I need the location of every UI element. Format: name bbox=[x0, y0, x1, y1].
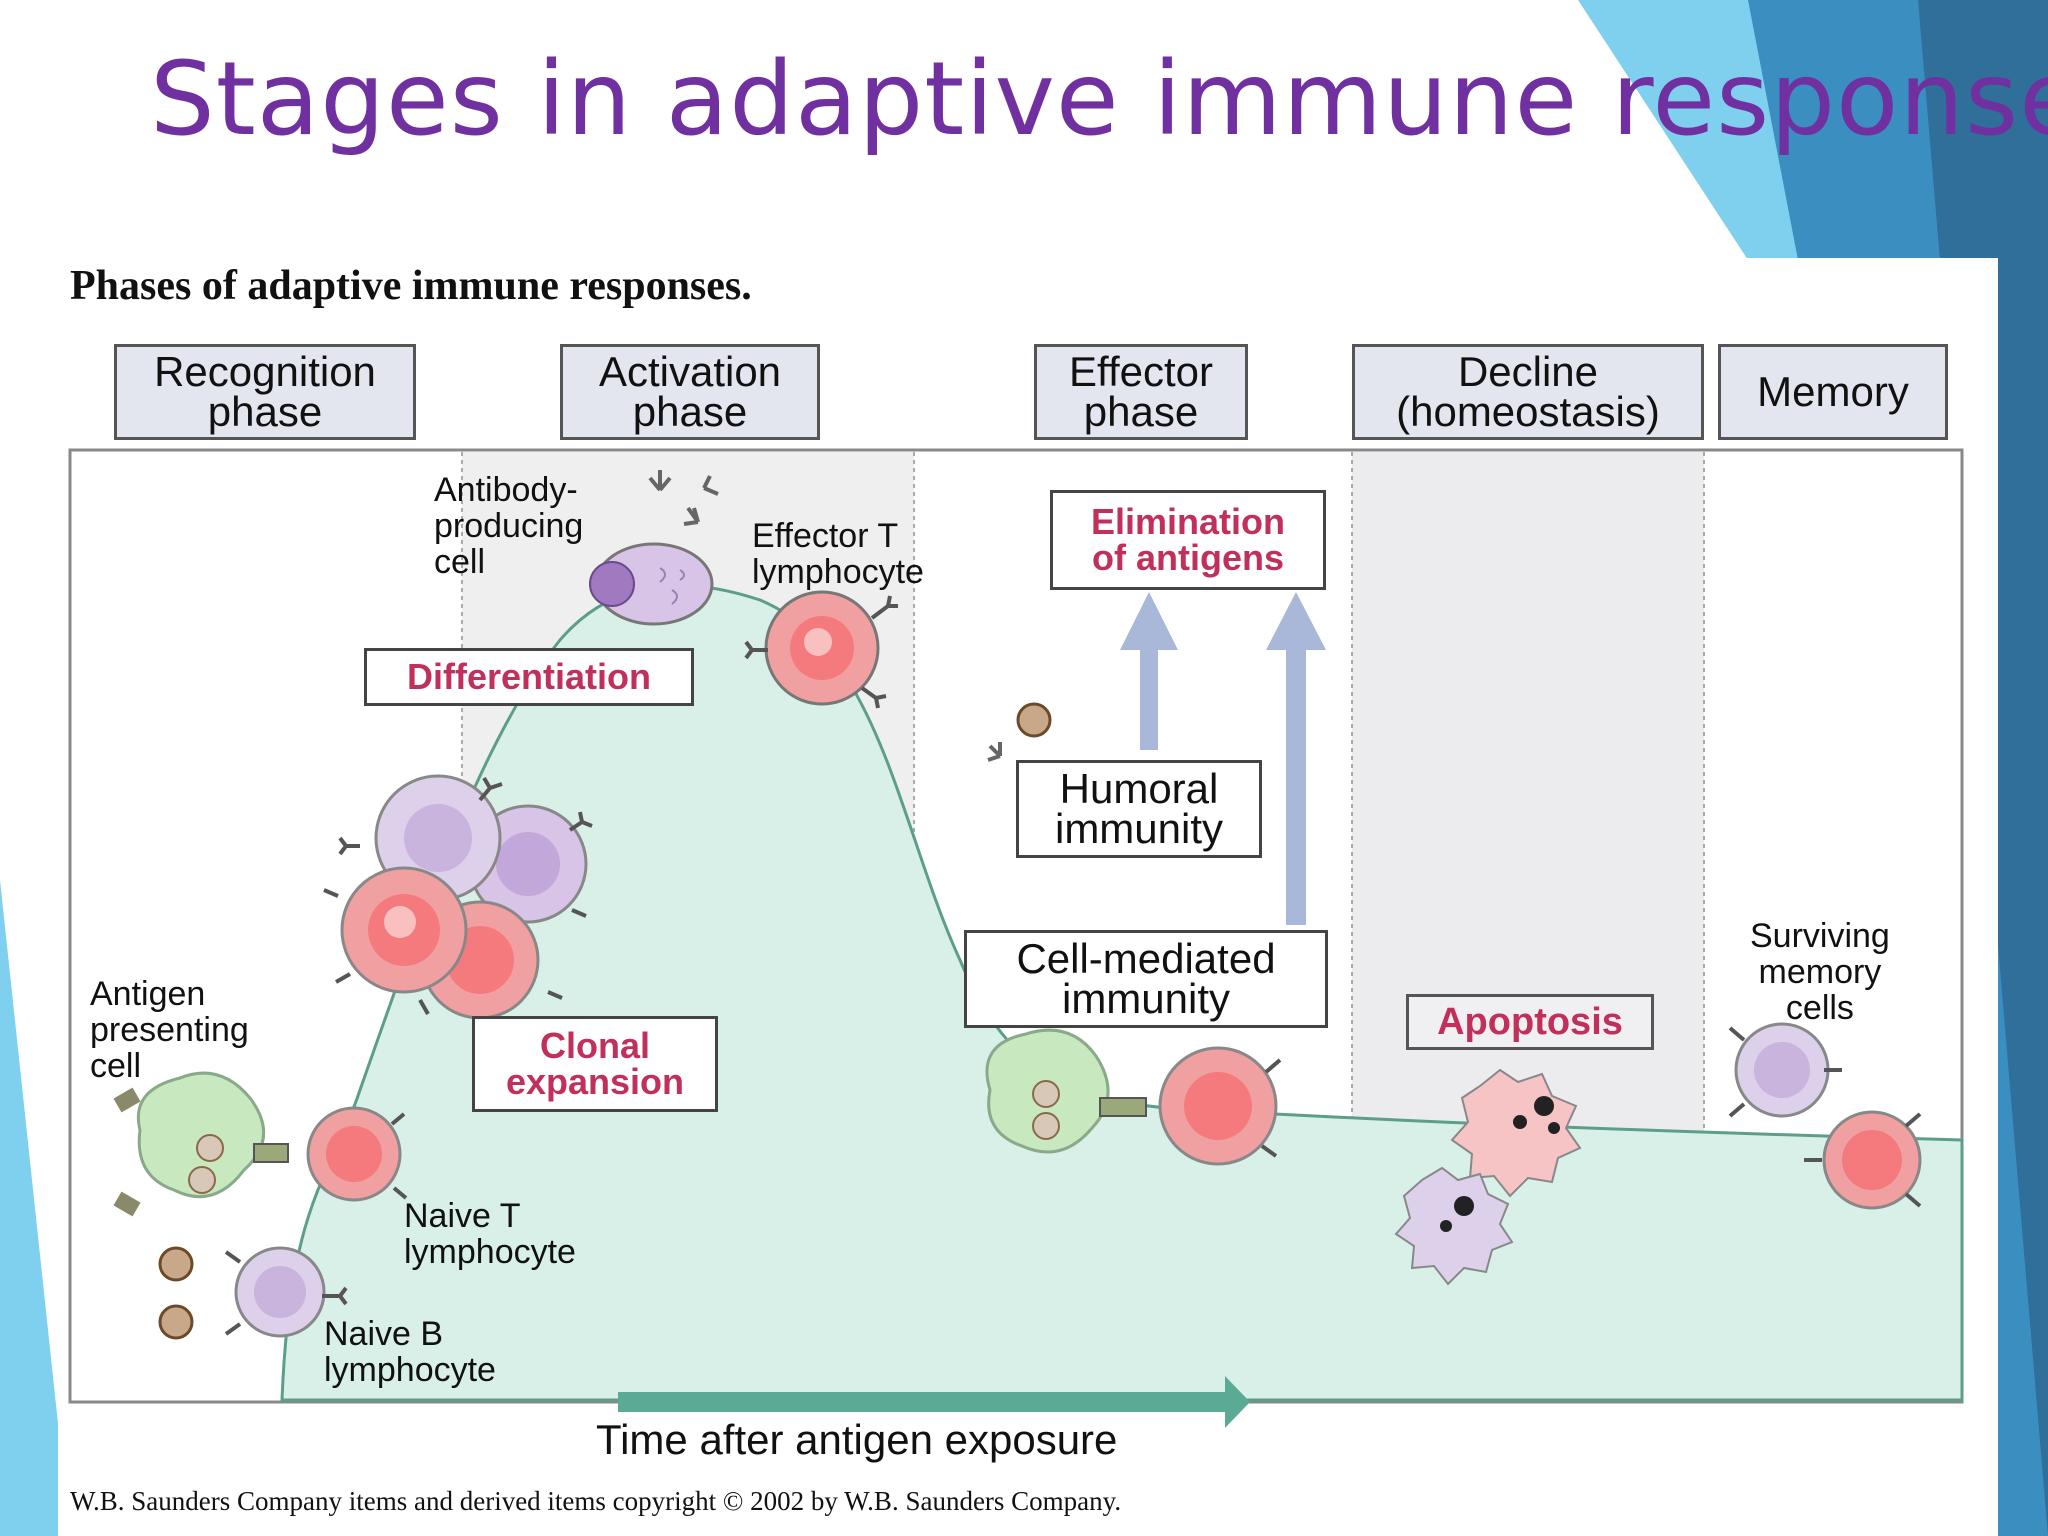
phase-effector: Effector phase bbox=[1034, 344, 1248, 440]
time-arrow-icon bbox=[618, 1376, 1250, 1428]
effector-t-cell-icon bbox=[744, 590, 898, 709]
phase-activation: Activation phase bbox=[560, 344, 820, 440]
slide-title: Stages in adaptive immune response bbox=[150, 40, 2048, 159]
label-cell-mediated-immunity: Cell-mediated immunity bbox=[964, 930, 1328, 1028]
figure-title: Phases of adaptive immune responses. bbox=[70, 263, 752, 309]
phase-memory: Memory bbox=[1718, 344, 1948, 440]
copyright-text: W.B. Saunders Company items and derived … bbox=[70, 1486, 1122, 1516]
label-antibody-producing-cell: Antibody- producing cell bbox=[434, 471, 584, 581]
label-antigen-presenting-cell: Antigen presenting cell bbox=[90, 975, 249, 1085]
label-apoptosis: Apoptosis bbox=[1406, 994, 1654, 1050]
antigen-presenting-cell-icon bbox=[113, 1071, 289, 1217]
phase-recognition: Recognition phase bbox=[114, 344, 416, 440]
label-effector-t: Effector T lymphocyte bbox=[752, 517, 924, 591]
theme-decoration-left bbox=[0, 880, 70, 1536]
antibody-icon bbox=[648, 470, 719, 526]
memory-b-cell-icon bbox=[1728, 1022, 1842, 1118]
label-elimination-of-antigens: Elimination of antigens bbox=[1050, 490, 1326, 590]
label-humoral-immunity: Humoral immunity bbox=[1016, 760, 1262, 858]
label-clonal-expansion: Clonal expansion bbox=[472, 1016, 718, 1112]
clonal-expansion-cells-icon bbox=[323, 774, 593, 1020]
antibody-icon bbox=[987, 742, 1002, 762]
label-naive-t: Naive T lymphocyte bbox=[404, 1197, 576, 1271]
memory-t-cell-icon bbox=[1804, 1110, 1922, 1210]
naive-b-cell-icon bbox=[224, 1246, 348, 1338]
antigen-particle-icon bbox=[158, 702, 1052, 1340]
x-axis-label: Time after antigen exposure bbox=[596, 1416, 1118, 1463]
apc-effector-interaction-icon bbox=[985, 1028, 1282, 1166]
elimination-arrows bbox=[1120, 592, 1326, 925]
apoptotic-cell-icon bbox=[1394, 1068, 1582, 1286]
label-memory-cells: Surviving memory cells bbox=[1750, 917, 1890, 1027]
label-differentiation: Differentiation bbox=[364, 648, 694, 706]
phase-decline: Decline (homeostasis) bbox=[1352, 344, 1704, 440]
naive-t-cell-icon bbox=[306, 1106, 408, 1202]
label-naive-b: Naive B lymphocyte bbox=[324, 1315, 496, 1389]
antibody-producing-cell-icon bbox=[589, 542, 714, 626]
